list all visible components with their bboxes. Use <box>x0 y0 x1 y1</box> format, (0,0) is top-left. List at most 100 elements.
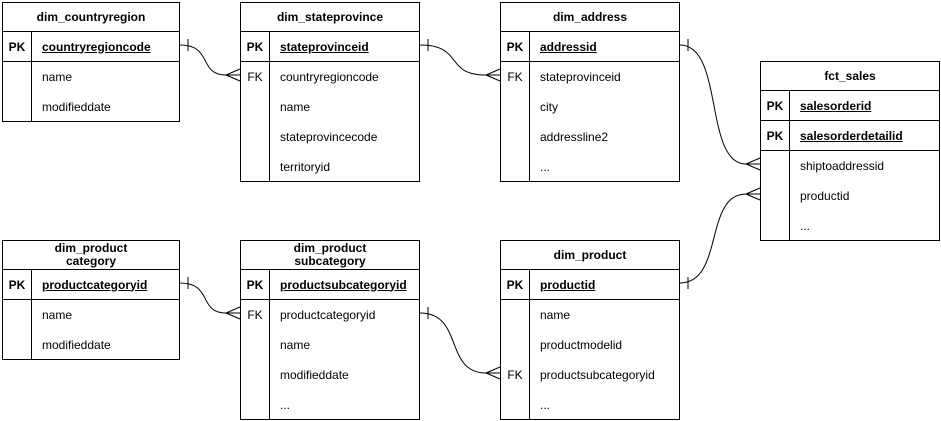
key-cell <box>241 390 270 420</box>
column-name: productcategoryid <box>42 277 148 292</box>
table-row: productid <box>761 181 939 211</box>
table-row: PK stateprovinceid <box>241 32 419 62</box>
column-name: countryregioncode <box>280 70 379 84</box>
column-name: addressline2 <box>540 130 609 144</box>
column-name: productid <box>540 277 596 292</box>
rel-stateprovince-address[interactable] <box>419 39 501 82</box>
table-row: ... <box>501 152 679 182</box>
column-name: stateprovinceid <box>540 70 621 84</box>
table-title-line: dim_product <box>54 241 128 255</box>
crow-foot-many-marker <box>745 163 761 171</box>
fk-label: FK <box>241 62 270 92</box>
pk-label: PK <box>3 32 32 61</box>
crow-foot-many-marker <box>225 74 241 82</box>
crow-foot-many-marker <box>225 68 241 76</box>
column-name: productcategoryid <box>280 308 376 322</box>
crow-foot-many-marker <box>485 366 501 374</box>
key-cell <box>501 300 530 330</box>
crow-foot-many-marker <box>745 193 761 201</box>
column-name: modifieddate <box>42 100 111 114</box>
column-name: name <box>280 100 311 114</box>
rel-address-fctsales[interactable] <box>679 39 761 171</box>
column-name: addressid <box>540 39 597 54</box>
table-row: name <box>241 330 419 360</box>
key-cell <box>3 300 32 330</box>
key-cell <box>761 151 790 181</box>
connector-line[interactable] <box>419 312 487 374</box>
column-name: modifieddate <box>42 338 111 352</box>
table-row: modifieddate <box>241 360 419 390</box>
column-name: productsubcategoryid <box>540 368 655 382</box>
pk-label: PK <box>241 270 270 299</box>
pk-label: PK <box>501 270 530 299</box>
table-title-line: subcategory <box>294 254 366 268</box>
column-name: territoryid <box>280 160 331 174</box>
table-row: PK salesorderid <box>761 91 939 121</box>
table-row: modifieddate <box>3 92 179 122</box>
connector-line[interactable] <box>179 282 227 314</box>
pk-label: PK <box>241 32 270 61</box>
table-row: name <box>3 300 179 330</box>
crow-foot-many-marker <box>225 306 241 314</box>
column-name: stateprovinceid <box>280 39 369 54</box>
rel-subcategory-product[interactable] <box>419 307 501 380</box>
column-name: name <box>42 70 73 84</box>
table-row: modifieddate <box>3 330 179 360</box>
table-row: addressline2 <box>501 122 679 152</box>
table-row: name <box>3 62 179 92</box>
key-cell <box>501 390 530 420</box>
column-name: salesorderid <box>800 98 872 113</box>
table-row: stateprovincecode <box>241 122 419 152</box>
rel-product-fctsales[interactable] <box>679 187 761 289</box>
table-row: PK countryregioncode <box>3 32 179 62</box>
connector-line[interactable] <box>179 44 227 76</box>
table-row: name <box>241 92 419 122</box>
table-title-line: fct_sales <box>824 68 876 83</box>
rel-countryregion-stateprovince[interactable] <box>179 39 241 82</box>
column-name: modifieddate <box>280 368 349 382</box>
table-title-line: dim_product <box>293 241 367 255</box>
column-name: name <box>280 338 311 352</box>
key-cell <box>501 92 530 122</box>
fk-label: FK <box>501 62 530 92</box>
table-row: name <box>501 300 679 330</box>
column-name: salesorderdetailid <box>800 128 903 143</box>
column-name: shiptoaddressid <box>800 159 885 173</box>
connector-line[interactable] <box>419 44 487 76</box>
table-title-line: dim_product <box>553 247 627 262</box>
column-name: ... <box>540 398 551 412</box>
column-name: countryregioncode <box>42 39 151 54</box>
key-cell <box>501 152 530 182</box>
column-name: ... <box>280 398 291 412</box>
pk-label: PK <box>501 32 530 61</box>
table-title-line: dim_address <box>552 9 628 24</box>
table-title: dim_address <box>501 3 679 32</box>
table-row: shiptoaddressid <box>761 151 939 181</box>
column-name: productid <box>800 189 850 203</box>
pk-label: PK <box>761 91 790 120</box>
table-title-line: dim_countryregion <box>36 9 146 24</box>
key-cell <box>501 122 530 152</box>
connector-line[interactable] <box>679 44 747 165</box>
table-row: productmodelid <box>501 330 679 360</box>
rel-category-subcategory[interactable] <box>179 277 241 320</box>
key-cell <box>241 360 270 390</box>
key-cell <box>241 152 270 182</box>
table-row: ... <box>241 390 419 420</box>
column-name: stateprovincecode <box>280 130 378 144</box>
table-row: ... <box>761 211 939 241</box>
connector-line[interactable] <box>679 193 747 284</box>
